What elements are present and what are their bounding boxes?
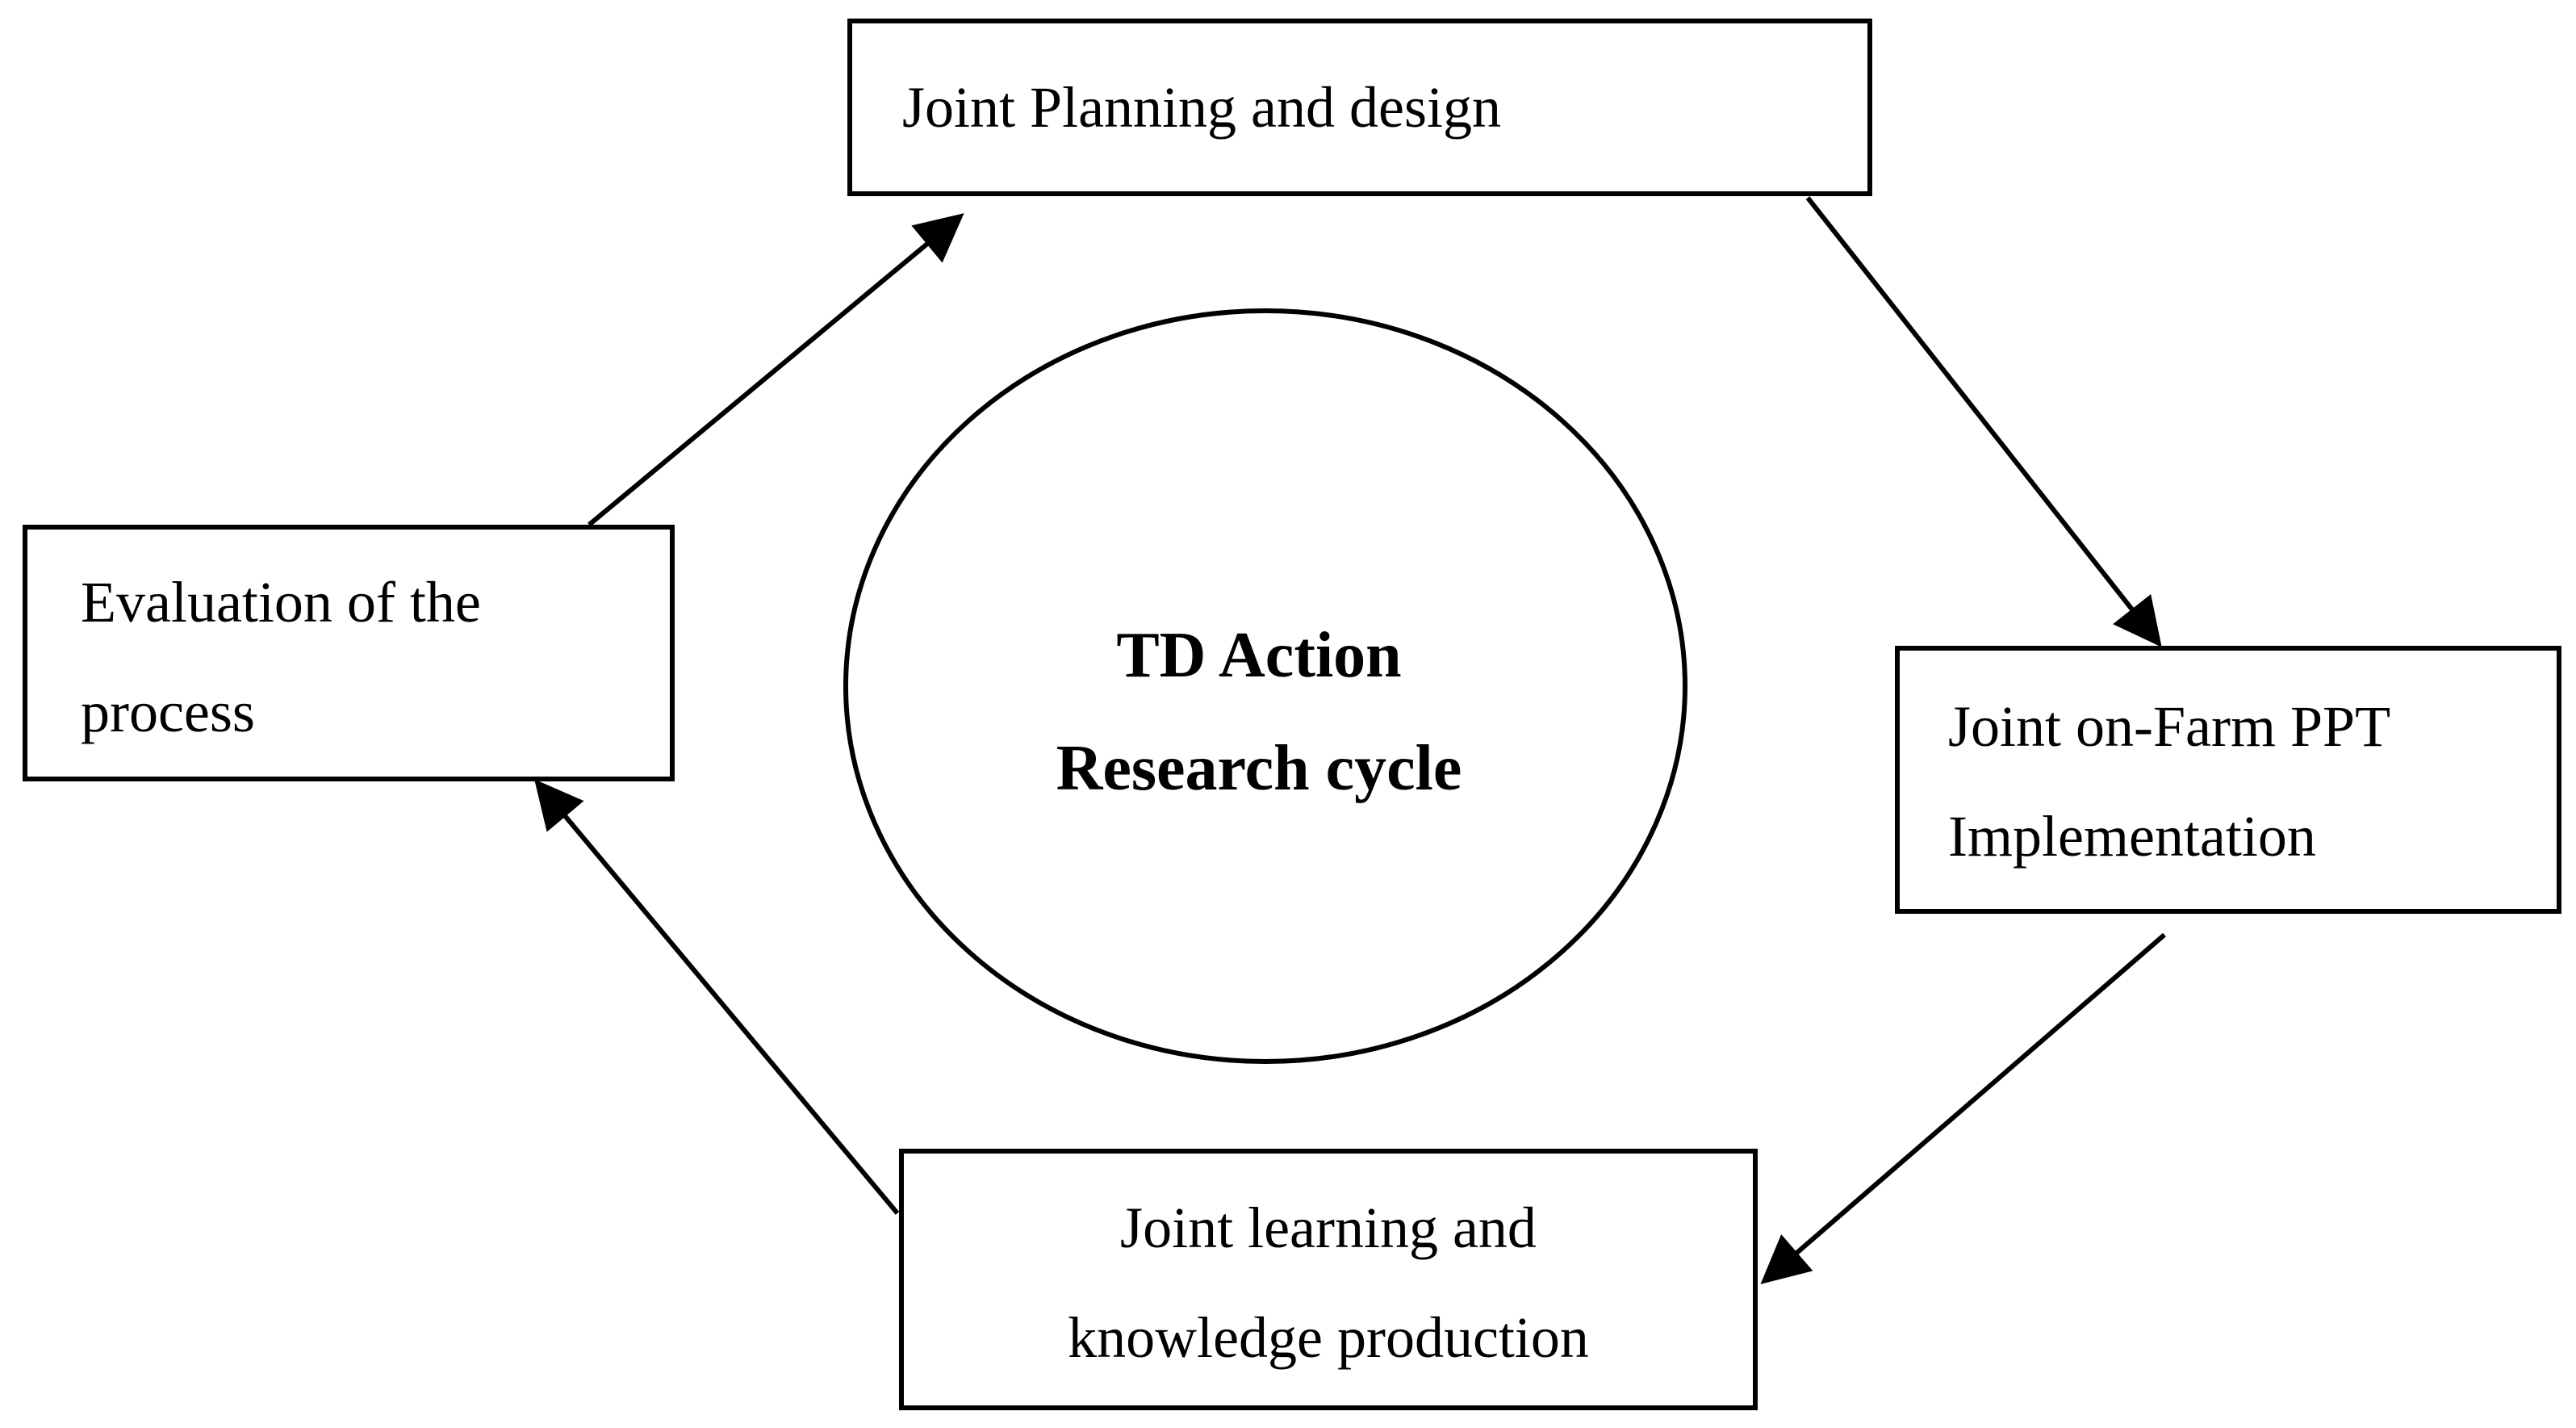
center-ellipse [843, 308, 1687, 1064]
arrow-evaluation-to-planning [588, 213, 964, 527]
arrow-planning-to-implementation [1805, 196, 2162, 647]
cycle-title-line1: TD Action [1116, 620, 1402, 691]
node-joint-planning: Joint Planning and design [847, 19, 1872, 196]
node-joint-planning-label: Joint Planning and design [902, 75, 1501, 140]
node-joint-implementation-line1: Joint on-Farm PPT [1948, 694, 2391, 759]
node-joint-implementation-line2: Implementation [1948, 804, 2316, 869]
arrow-implementation-to-learning [1760, 932, 2166, 1284]
node-joint-learning-line1: Joint learning and [1120, 1196, 1537, 1260]
node-joint-learning: Joint learning and knowledge production [899, 1149, 1758, 1410]
node-evaluation: Evaluation of the process [23, 525, 675, 781]
node-evaluation-line2: process [81, 680, 255, 744]
node-joint-implementation: Joint on-Farm PPT Implementation [1895, 646, 2561, 914]
node-joint-learning-line2: knowledge production [1068, 1305, 1589, 1370]
cycle-title-line2: Research cycle [1056, 733, 1462, 804]
node-evaluation-line1: Evaluation of the [81, 570, 481, 634]
arrow-learning-to-evaluation [534, 779, 900, 1215]
cycle-title: TD Action Research cycle [1001, 599, 1517, 825]
